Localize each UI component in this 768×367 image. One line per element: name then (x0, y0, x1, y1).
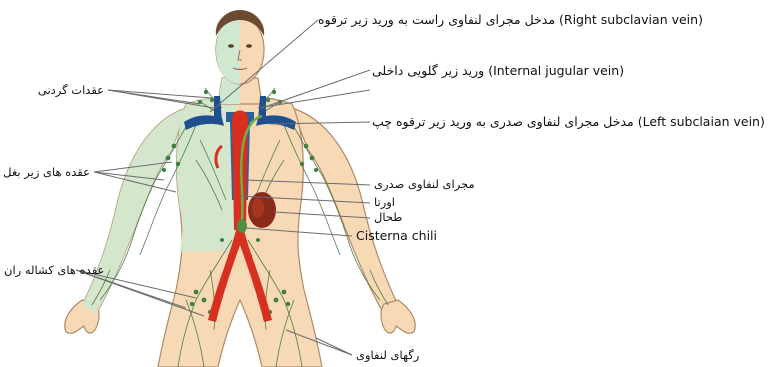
label-internal-jugular: ورید زیر گلویی داخلی (Internal jugular v… (372, 63, 624, 79)
label-right-subclavian: مدخل مجرای لنفاوی راست به ورید زیر ترقوه… (318, 12, 703, 28)
cisterna-chyli (237, 219, 247, 233)
label-aorta: اورتا (374, 195, 395, 210)
label-left-subclavian: مدخل مجرای لنفاوی صدری به ورید زیر ترقوه… (372, 114, 765, 130)
label-cervical-nodes: عقدات گردنی (38, 83, 104, 98)
label-lymph-vessels: رگهای لنفاوی (356, 348, 419, 363)
label-spleen: طحال (374, 210, 402, 224)
label-cisterna-chyli: Cisterna chili (356, 228, 437, 243)
label-thoracic-duct: مجرای لنفاوی صدری (374, 177, 475, 192)
label-inguinal-nodes: عقده های کشاله ران (4, 263, 104, 278)
label-axillary-nodes: عقده های زیر بغل (3, 165, 90, 180)
